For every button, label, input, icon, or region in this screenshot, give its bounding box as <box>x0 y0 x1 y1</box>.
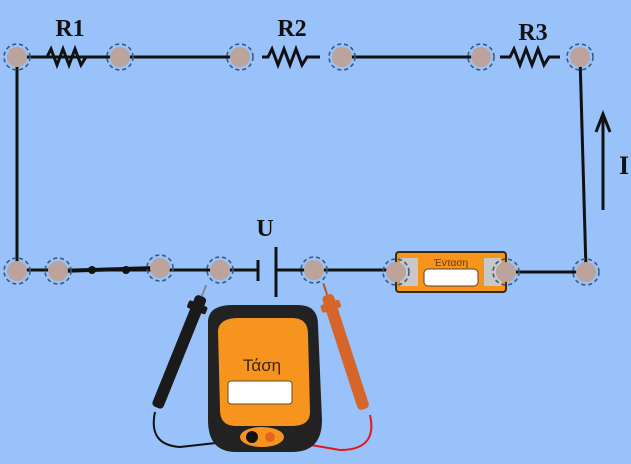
v-jack[interactable] <box>265 432 275 442</box>
node[interactable] <box>382 258 410 286</box>
wire-right <box>578 56 588 271</box>
current-arrow <box>594 109 612 210</box>
switch-lever[interactable] <box>57 266 156 273</box>
node[interactable] <box>146 254 174 282</box>
resistor-r3-label: R3 <box>518 20 547 46</box>
source-label: U <box>256 216 273 242</box>
resistor-r1[interactable] <box>40 44 100 70</box>
node[interactable] <box>572 258 600 286</box>
current-label: I <box>619 151 629 180</box>
node[interactable] <box>566 43 594 71</box>
nodes <box>3 43 600 286</box>
node[interactable] <box>206 256 234 284</box>
ammeter-terminal-right <box>484 258 502 286</box>
wires <box>15 55 588 274</box>
resistor-r1-label: R1 <box>55 16 84 42</box>
voltmeter-display <box>227 380 293 405</box>
voltmeter[interactable]: Τάση <box>208 305 322 452</box>
red-probe[interactable] <box>314 280 374 412</box>
black-probe[interactable] <box>148 281 216 411</box>
com-jack[interactable] <box>246 431 258 443</box>
resistor-r3[interactable] <box>500 44 560 70</box>
red-lead-wire <box>269 414 373 452</box>
node[interactable] <box>106 43 134 71</box>
ammeter-label: Ένταση <box>433 258 468 269</box>
node[interactable] <box>467 43 495 71</box>
node[interactable] <box>3 43 31 71</box>
battery[interactable] <box>256 247 278 297</box>
black-lead-wire <box>152 411 253 449</box>
node[interactable] <box>3 257 31 285</box>
ammeter-display <box>423 268 479 287</box>
node[interactable] <box>226 43 254 71</box>
resistor-r2[interactable] <box>262 44 320 70</box>
node[interactable] <box>328 43 356 71</box>
node[interactable] <box>300 256 328 284</box>
voltmeter-label: Τάση <box>243 356 281 375</box>
node[interactable] <box>492 258 520 286</box>
ammeter[interactable]: Ένταση <box>395 251 507 293</box>
resistor-r2-label: R2 <box>277 16 306 42</box>
node[interactable] <box>44 257 72 285</box>
